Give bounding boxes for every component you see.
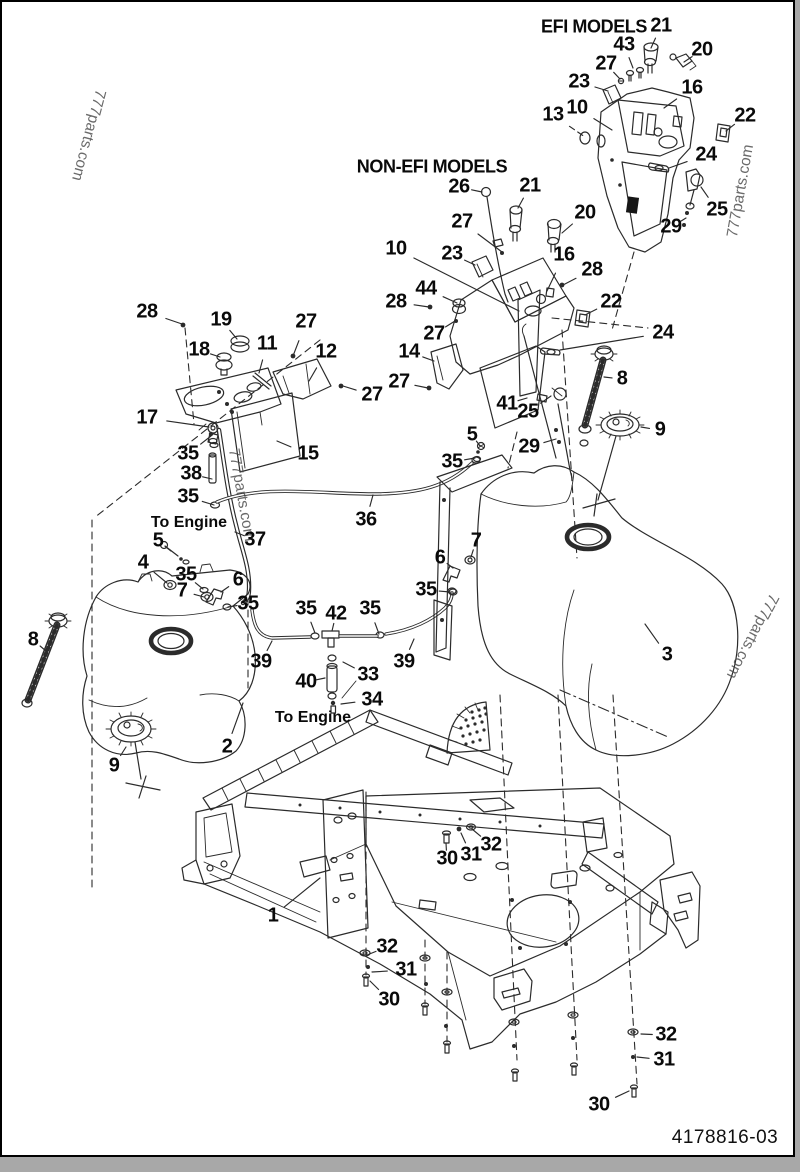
leader-line-20 (561, 223, 573, 234)
leader-line-39 (266, 640, 273, 652)
leader-line-26 (471, 189, 483, 193)
leader-line-27 (342, 385, 357, 391)
leader-line-7 (470, 549, 474, 558)
leader-line-32 (471, 828, 482, 837)
leader-line-9 (120, 746, 127, 757)
frame-fastener-stacks (359, 949, 639, 1098)
leader-line-12 (308, 367, 318, 382)
leader-line-38 (202, 476, 213, 480)
leader-line-30 (614, 1090, 630, 1098)
leader-line-35 (438, 590, 451, 593)
leader-line-19 (229, 329, 238, 340)
leader-line-28 (413, 304, 430, 308)
leader-line-24 (668, 161, 688, 169)
leader-line-44 (442, 296, 458, 304)
leader-line-29 (543, 438, 557, 444)
leader-line-27 (613, 71, 621, 80)
leader-line-39 (408, 638, 415, 650)
leader-line-23 (594, 86, 609, 92)
leader-line-35 (310, 621, 316, 634)
leader-line-33 (342, 661, 355, 669)
fuel-lines-drawing (215, 427, 481, 714)
leader-line-10 (413, 257, 520, 312)
leader-line-21 (650, 37, 657, 49)
leader-line-31 (636, 1056, 650, 1059)
leader-line-32 (640, 1033, 653, 1036)
leader-line-28 (165, 317, 183, 325)
construction-lines (91, 251, 669, 1085)
leader-line-27 (414, 384, 429, 389)
leader-line-25 (540, 395, 552, 404)
leader-line-5 (164, 545, 172, 552)
leader-line-23 (464, 259, 476, 266)
leader-line-35 (464, 457, 476, 461)
leader-line-17 (166, 420, 210, 428)
leader-line-22 (725, 123, 736, 132)
leader-line-27 (292, 340, 300, 357)
leader-line-3 (644, 623, 660, 644)
leader-line-40 (315, 677, 326, 681)
leader-line-34 (340, 701, 356, 705)
leader-line-21 (517, 197, 524, 209)
leader-line-10 (593, 118, 613, 131)
leader-line-13 (568, 125, 586, 138)
leader-line-2 (231, 702, 244, 734)
leader-line-18 (210, 353, 221, 358)
leader-line-31 (371, 970, 388, 973)
leader-line-20 (683, 56, 693, 63)
leader-line-37 (234, 531, 245, 537)
leader-line-11 (258, 359, 264, 374)
leader-line-6 (220, 586, 230, 593)
leader-line-6 (446, 562, 454, 569)
leader-line-5 (475, 440, 481, 447)
right-fuel-tank-drawing (433, 345, 739, 757)
leader-line-42 (331, 622, 335, 632)
leader-line-28 (562, 277, 577, 286)
leader-line-35 (227, 605, 238, 608)
leader-line-24 (559, 335, 644, 351)
leader-line-16 (663, 98, 678, 109)
chassis-frame-drawing (181, 701, 701, 1050)
leader-line-35 (201, 500, 215, 506)
leader-line-36 (369, 494, 374, 507)
leader-line-30 (369, 980, 380, 991)
callout-leader-lines (39, 37, 736, 1098)
leader-line-16 (546, 272, 557, 292)
leader-line-7 (193, 593, 205, 598)
efi-console-drawing (579, 42, 731, 253)
leader-line-29 (678, 217, 687, 223)
leader-line-27 (477, 233, 503, 253)
leader-line-31 (460, 832, 467, 844)
non-efi-console-drawing (426, 186, 591, 479)
leader-line-1 (283, 877, 321, 908)
leader-line-8 (39, 645, 47, 652)
leader-line-25 (700, 186, 709, 198)
leader-line-4 (153, 571, 168, 584)
leader-line-35 (200, 435, 212, 445)
leader-line-8 (603, 376, 613, 379)
leader-line-9 (640, 426, 651, 429)
leader-line-35 (374, 622, 380, 635)
tank-plate-assembly-drawing (175, 322, 344, 509)
leader-line-35 (194, 582, 204, 590)
leader-line-14 (422, 356, 435, 362)
leader-line-22 (584, 308, 598, 316)
leader-line-41 (517, 397, 528, 402)
leader-line-15 (276, 440, 292, 448)
leader-line-43 (628, 57, 634, 69)
leader-line-32 (366, 950, 377, 956)
leader-line-27 (445, 320, 456, 328)
left-fuel-tank-drawing (21, 540, 256, 799)
